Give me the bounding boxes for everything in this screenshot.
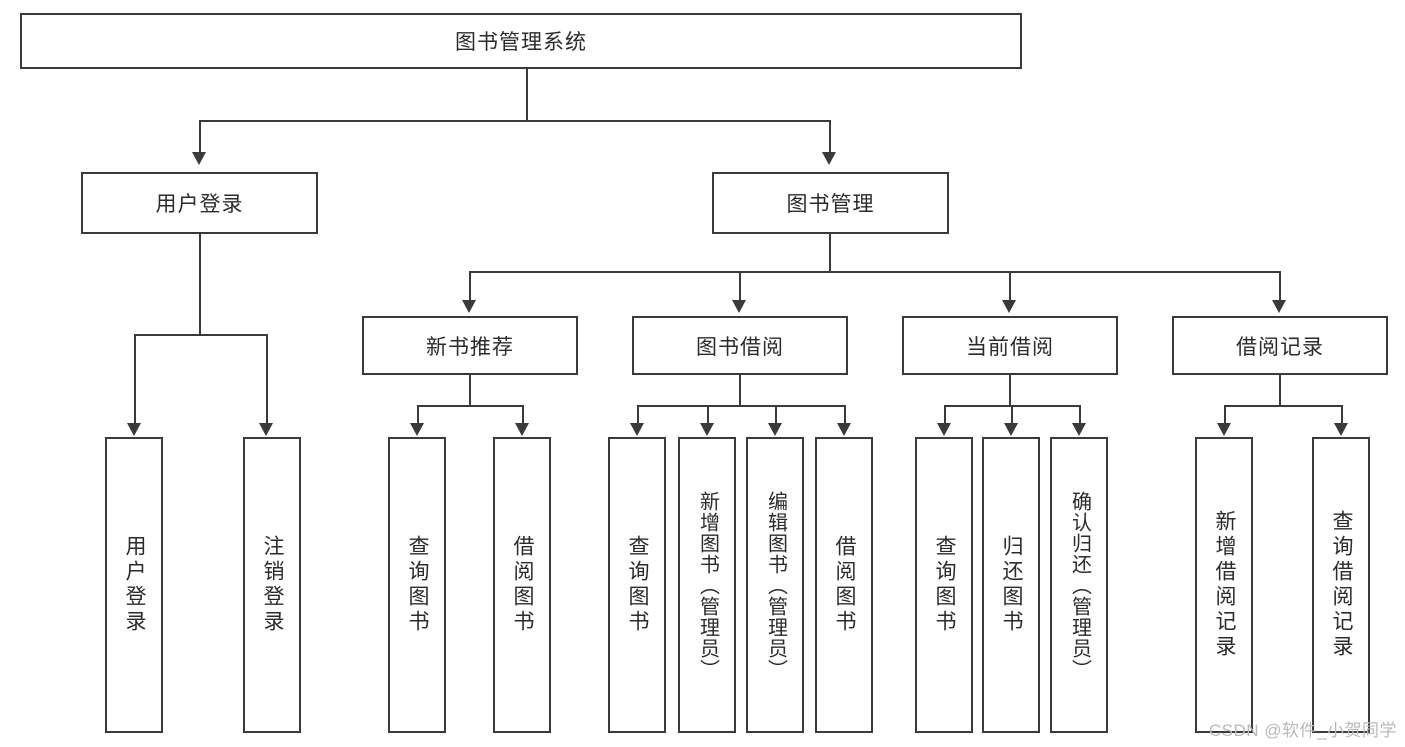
leaf-bb-query-book[interactable]: 查询图书	[608, 437, 666, 733]
node-book-manage[interactable]: 图书管理	[712, 172, 949, 234]
arrowhead-bb-leaf-3	[768, 423, 782, 436]
node-label: 查询图书	[626, 535, 650, 635]
connector-borrow-record-leaf-bus	[1224, 405, 1341, 407]
node-new-book-recommend[interactable]: 新书推荐	[362, 316, 578, 375]
arrowhead-book-borrow	[732, 300, 746, 313]
connector-to-current-borrow	[1009, 271, 1011, 301]
connector-current-borrow-stem	[1009, 375, 1011, 406]
node-label: 借阅图书	[833, 535, 857, 635]
connector-level1-bus	[199, 120, 829, 122]
node-label: 查询图书	[933, 535, 957, 635]
connector-user-login-leaf-bus	[134, 334, 266, 336]
leaf-cb-confirm-return-admin[interactable]: 确认归还（管理员）	[1050, 437, 1108, 733]
arrowhead-book-manage	[822, 152, 836, 165]
leaf-nbr-borrow-book[interactable]: 借阅图书	[493, 437, 551, 733]
arrowhead-bb-leaf-4	[837, 423, 851, 436]
arrowhead-cb-leaf-1	[937, 423, 951, 436]
connector-user-login-stem	[199, 234, 201, 335]
connector-to-book-borrow	[739, 271, 741, 301]
arrowhead-leaf-logout	[259, 423, 273, 436]
arrowhead-leaf-user-login	[127, 423, 141, 436]
node-label: 借阅记录	[1236, 335, 1324, 359]
node-label: 归还图书	[1000, 535, 1024, 635]
node-label: 查询借阅记录	[1330, 510, 1354, 660]
node-label: 确认归还（管理员）	[1068, 490, 1091, 680]
connector-to-new-book	[469, 271, 471, 301]
connector-level2-bus	[469, 271, 1280, 273]
leaf-bb-borrow-book[interactable]: 借阅图书	[815, 437, 873, 733]
connector-book-borrow-leaf-bus	[637, 405, 844, 407]
node-label: 编辑图书（管理员）	[764, 490, 787, 680]
node-label: 当前借阅	[966, 335, 1054, 359]
arrowhead-nbr-leaf-1	[410, 423, 424, 436]
arrowhead-bb-leaf-2	[700, 423, 714, 436]
node-label: 图书借阅	[696, 335, 784, 359]
connector-bb-leaf-2	[707, 405, 709, 424]
connector-br-leaf-2	[1341, 405, 1343, 424]
leaf-bb-add-book-admin[interactable]: 新增图书（管理员）	[678, 437, 736, 733]
connector-borrow-record-stem	[1279, 375, 1281, 406]
leaf-br-add-record[interactable]: 新增借阅记录	[1195, 437, 1253, 733]
arrowhead-nbr-leaf-2	[515, 423, 529, 436]
node-label: 新增图书（管理员）	[696, 490, 719, 680]
node-root-system[interactable]: 图书管理系统	[20, 13, 1022, 69]
node-current-borrow[interactable]: 当前借阅	[902, 316, 1118, 375]
connector-br-leaf-1	[1224, 405, 1226, 424]
leaf-bb-edit-book-admin[interactable]: 编辑图书（管理员）	[746, 437, 804, 733]
connector-new-book-leaf-1	[417, 405, 419, 424]
connector-user-login-leaf-1	[134, 334, 136, 424]
node-borrow-record[interactable]: 借阅记录	[1172, 316, 1388, 375]
arrowhead-new-book	[462, 300, 476, 313]
arrowhead-cb-leaf-2	[1004, 423, 1018, 436]
node-label: 图书管理系统	[455, 31, 587, 54]
node-label: 借阅图书	[511, 535, 535, 635]
node-book-borrow[interactable]: 图书借阅	[632, 316, 848, 375]
connector-root-stem	[526, 69, 528, 121]
leaf-cb-return-book[interactable]: 归还图书	[982, 437, 1040, 733]
leaf-user-login[interactable]: 用户登录	[105, 437, 163, 733]
node-label: 新增借阅记录	[1213, 510, 1237, 660]
arrowhead-borrow-record	[1272, 300, 1286, 313]
node-label: 注销登录	[261, 535, 285, 635]
connector-bb-leaf-3	[775, 405, 777, 424]
node-label: 用户登录	[123, 535, 147, 635]
connector-bb-leaf-1	[637, 405, 639, 424]
arrowhead-br-leaf-1	[1217, 423, 1231, 436]
arrowhead-bb-leaf-1	[630, 423, 644, 436]
connector-cb-leaf-3	[1079, 405, 1081, 424]
connector-to-book-manage	[829, 120, 831, 153]
connector-to-user-login	[199, 120, 201, 153]
node-label: 新书推荐	[426, 335, 514, 359]
leaf-nbr-query-book[interactable]: 查询图书	[388, 437, 446, 733]
connector-new-book-leaf-2	[522, 405, 524, 424]
connector-cb-leaf-1	[944, 405, 946, 424]
arrowhead-br-leaf-2	[1334, 423, 1348, 436]
node-user-login[interactable]: 用户登录	[81, 172, 318, 234]
leaf-cb-query-book[interactable]: 查询图书	[915, 437, 973, 733]
connector-new-book-leaf-bus	[417, 405, 522, 407]
arrowhead-cb-leaf-3	[1072, 423, 1086, 436]
leaf-br-query-record[interactable]: 查询借阅记录	[1312, 437, 1370, 733]
node-label: 用户登录	[155, 193, 244, 216]
connector-user-login-leaf-2	[266, 334, 268, 424]
connector-cb-leaf-2	[1011, 405, 1013, 424]
arrowhead-user-login	[192, 152, 206, 165]
connector-to-borrow-record	[1279, 271, 1281, 301]
connector-book-manage-stem	[829, 234, 831, 272]
node-label: 图书管理	[786, 193, 875, 216]
connector-book-borrow-stem	[739, 375, 741, 406]
leaf-logout[interactable]: 注销登录	[243, 437, 301, 733]
arrowhead-current-borrow	[1002, 300, 1016, 313]
connector-bb-leaf-4	[844, 405, 846, 424]
watermark: CSDN @软件_小贺同学	[1208, 721, 1397, 740]
node-label: 查询图书	[406, 535, 430, 635]
connector-new-book-stem	[469, 375, 471, 406]
